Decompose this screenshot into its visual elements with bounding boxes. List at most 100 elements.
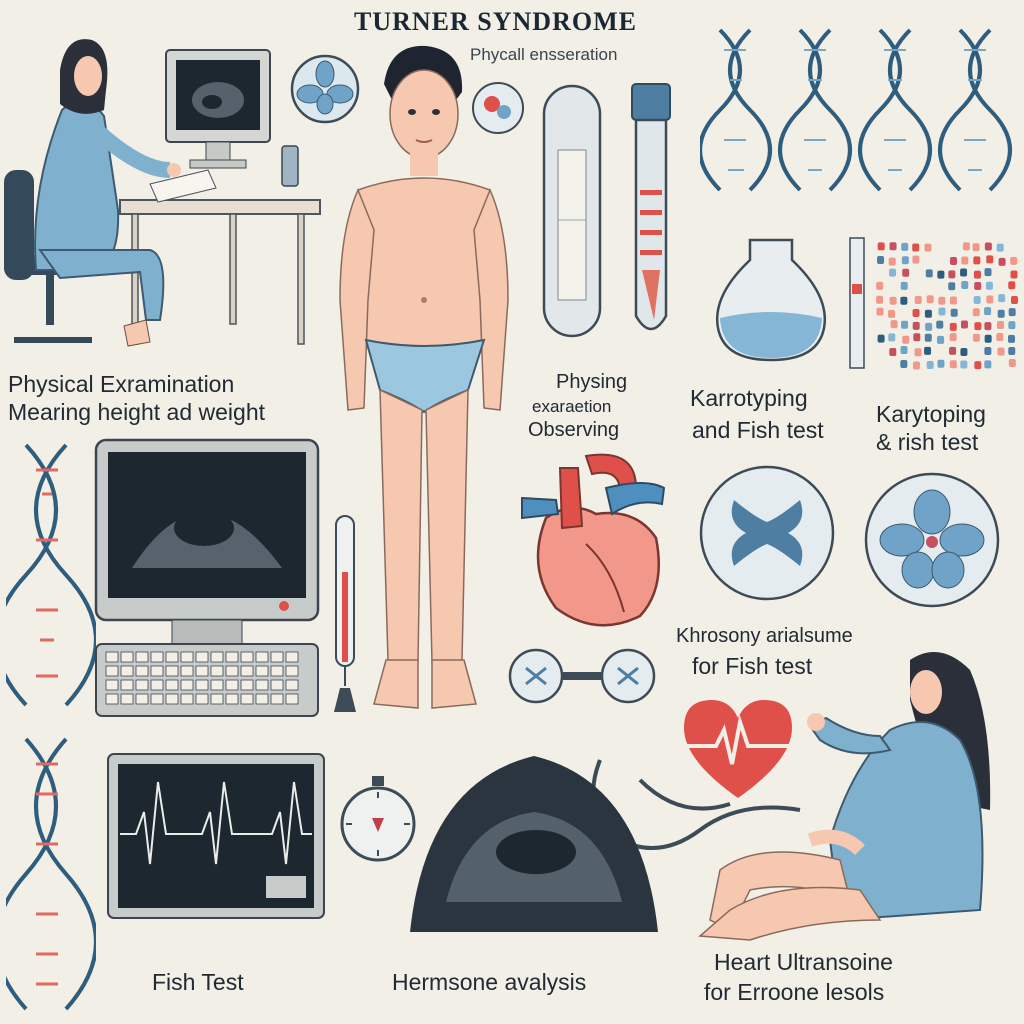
keyboard-key: [180, 693, 194, 705]
karyotype-dot: [925, 269, 933, 278]
keyboard-key: [165, 679, 179, 691]
keyboard-key: [285, 679, 299, 691]
karyotype-dot: [973, 295, 981, 304]
keyboard-key: [240, 651, 254, 663]
heart-pulse-icon: [682, 700, 794, 798]
karyotype-dot: [948, 270, 956, 279]
karyotype-dot: [960, 360, 968, 369]
karyotype-dot: [998, 294, 1006, 303]
karyotype-dot: [997, 309, 1005, 318]
keyboard-key: [135, 665, 149, 677]
karyotype-dot: [900, 281, 908, 290]
karyotype-dot: [1008, 347, 1016, 356]
label-chromosome-title: Khrosony arialsume: [676, 625, 853, 647]
keyboard-key: [240, 679, 254, 691]
karyotype-dot: [912, 361, 920, 370]
chromosome-icon: [864, 472, 1000, 608]
karyotype-dot: [889, 348, 897, 357]
test-tubes-group: [542, 83, 671, 338]
karyotype-dot: [973, 270, 981, 279]
karyotype-dot: [890, 320, 898, 329]
label-heart-ultrasound-sub: for Erroone lesols: [704, 979, 885, 1005]
karyotype-dot: [902, 268, 910, 277]
karyotype-dot: [984, 242, 992, 251]
karyotype-dot: [986, 255, 994, 264]
keyboard-key: [225, 651, 239, 663]
karyotype-dot: [876, 295, 884, 304]
keyboard-key: [210, 665, 224, 677]
karyotype-dot: [926, 295, 934, 304]
keyboard-key: [195, 651, 209, 663]
keyboard-key: [210, 679, 224, 691]
keyboard-key: [225, 679, 239, 691]
karyotype-dot: [924, 333, 932, 342]
keyboard-key: [120, 693, 134, 705]
karyotype-dot: [1008, 321, 1016, 330]
keyboard-key: [270, 679, 284, 691]
karyotype-dot: [949, 322, 957, 331]
karyotype-dot: [926, 361, 934, 370]
karyotype-dot: [901, 320, 909, 329]
poster-subtitle: Phycall ensseration: [470, 45, 618, 64]
karyotype-chart: [849, 237, 1018, 370]
karyotype-dot: [889, 268, 897, 277]
keyboard-key: [135, 693, 149, 705]
doctor-at-desk-figure: [4, 39, 321, 347]
keyboard-key: [195, 665, 209, 677]
label-karyotyping-2-sub: & rish test: [876, 429, 979, 455]
karyotype-dot: [925, 322, 933, 331]
dna-helix-icon: [6, 443, 96, 707]
label-karyotyping-1-title: Karrotyping: [690, 385, 808, 411]
patient-figure: [339, 45, 509, 709]
karyotype-dot: [1010, 270, 1018, 279]
karyotype-dot: [889, 296, 897, 305]
keyboard-key: [165, 651, 179, 663]
dna-helix-icon: [6, 737, 96, 1011]
keyboard-key: [150, 679, 164, 691]
label-hormone-analysis: Hermsone avalysis: [392, 969, 587, 995]
karyotype-dot: [876, 307, 884, 316]
karyotype-dot: [937, 359, 945, 368]
karyotype-dot: [888, 333, 896, 342]
karyotype-dot: [949, 333, 957, 342]
stopwatch-icon: [340, 776, 416, 862]
karyotype-dot: [961, 256, 969, 265]
karyotype-dot: [984, 360, 992, 369]
karyotype-dot: [877, 334, 885, 343]
heart-anatomy-icon: [521, 453, 666, 627]
label-center-line1: Physing: [556, 371, 628, 393]
keyboard-key: [225, 693, 239, 705]
flask-icon: [715, 238, 827, 362]
karyotype-dot: [949, 360, 957, 369]
karyotype-dot: [997, 347, 1005, 356]
keyboard-key: [150, 651, 164, 663]
karyotype-dot: [973, 256, 981, 265]
karyotype-dot: [984, 307, 992, 316]
karyotype-dot: [937, 335, 945, 344]
karyotype-dot: [877, 256, 885, 265]
keyboard-key: [105, 651, 119, 663]
karyotype-dot: [1008, 281, 1016, 290]
keyboard-key: [135, 679, 149, 691]
karyotype-dot: [1008, 334, 1016, 343]
karyotype-dot: [949, 346, 957, 355]
label-karyotyping-2-title: Karytoping: [876, 401, 986, 427]
label-physical-exam-sub: Mearing height ad weight: [8, 399, 265, 425]
keyboard-key: [255, 679, 269, 691]
karyotype-dot: [974, 282, 982, 291]
chromosome-icon: [699, 465, 835, 601]
karyotype-dot: [912, 321, 920, 330]
dna-helix-row: [700, 28, 1012, 192]
karyotype-dot: [1010, 295, 1018, 304]
karyotype-dot: [900, 296, 908, 305]
label-physical-exam-title: Physical Exramination: [8, 371, 235, 397]
karyotype-dot: [876, 281, 884, 290]
keyboard-key: [165, 665, 179, 677]
karyotype-dot: [900, 346, 908, 355]
cell-sample-icon: [472, 82, 524, 134]
keyboard-key: [210, 693, 224, 705]
karyotype-dot: [996, 243, 1004, 252]
karyotype-dot: [912, 308, 920, 317]
karyotype-dot: [902, 335, 910, 344]
